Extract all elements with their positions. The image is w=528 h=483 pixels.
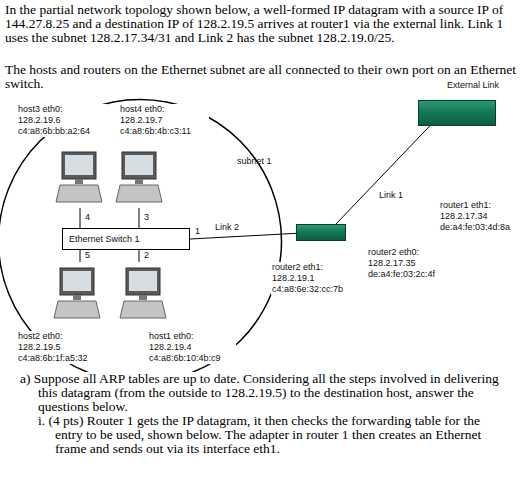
question-text: The hosts and routers on the Ethernet su… (5, 63, 520, 91)
port-number: 3 (143, 212, 150, 223)
host-computer: host2 eth0: 128.2.19.5 c4:a8:6b:1f:a5:32 (15, 262, 110, 368)
link-label: Link 2 (214, 222, 240, 233)
switch-label: Ethernet Switch 1 (69, 234, 179, 245)
router-icon: router1 eth1: 128.2.17.34 de:a4:fe:03:4d… (418, 100, 496, 126)
port-number: 2 (143, 250, 150, 261)
host-computer: host3 eth0: 128.2.19.6 c4:a8:6b:bb:a2:64 (15, 104, 110, 208)
link-label: External Link (446, 80, 500, 91)
network-link (190, 233, 296, 239)
port-number: 1 (194, 226, 201, 237)
ethernet-switch-box: Ethernet Switch 1 (62, 228, 190, 250)
computer-icon (116, 152, 162, 202)
link-label: Link 1 (378, 190, 404, 201)
computer-icon (56, 152, 102, 202)
interface-label: host2 eth0: 128.2.19.5 c4:a8:6b:1f:a5:32 (17, 331, 107, 364)
interface-label: router2 eth1: 128.2.19.1 c4:a8:6e:32:cc:… (271, 262, 365, 295)
port-number: 4 (84, 212, 91, 223)
interface-label: host1 eth0: 128.2.19.4 c4:a8:6b:10:4b:c9 (148, 331, 236, 364)
router-icon: router2 eth1: 128.2.19.1 c4:a8:6e:32:cc:… (296, 224, 346, 241)
question-text: a) Suppose all ARP tables are up to date… (20, 372, 510, 414)
interface-label: host3 eth0: 128.2.19.6 c4:a8:6b:bb:a2:64 (17, 104, 107, 137)
question-text: In the partial network topology shown be… (5, 3, 520, 45)
interface-label: host4 eth0: 128.2.19.7 c4:a8:6b:4b:c3:11 (119, 104, 209, 137)
interface-label: router1 eth1: 128.2.17.34 de:a4:fe:03:4d… (439, 200, 528, 233)
network-link (139, 250, 140, 262)
network-link (80, 250, 81, 262)
computer-icon (54, 268, 100, 318)
network-link (139, 208, 140, 228)
network-link (336, 126, 430, 224)
interface-label: router2 eth0: 128.2.17.35 de:a4:fe:03:2c… (367, 247, 461, 280)
computer-icon (120, 268, 166, 318)
port-number: 5 (84, 250, 91, 261)
subnet-circle: subnet 1host3 eth0: 128.2.19.6 c4:a8:6b:… (0, 98, 283, 384)
network-link (80, 208, 81, 228)
host-computer: host1 eth0: 128.2.19.4 c4:a8:6b:10:4b:c9 (115, 262, 235, 368)
subnet-label: subnet 1 (237, 156, 297, 167)
host-computer: host4 eth0: 128.2.19.7 c4:a8:6b:4b:c3:11 (113, 104, 198, 208)
question-text: i. (4 pts) Router 1 gets the IP datagram… (38, 414, 510, 456)
